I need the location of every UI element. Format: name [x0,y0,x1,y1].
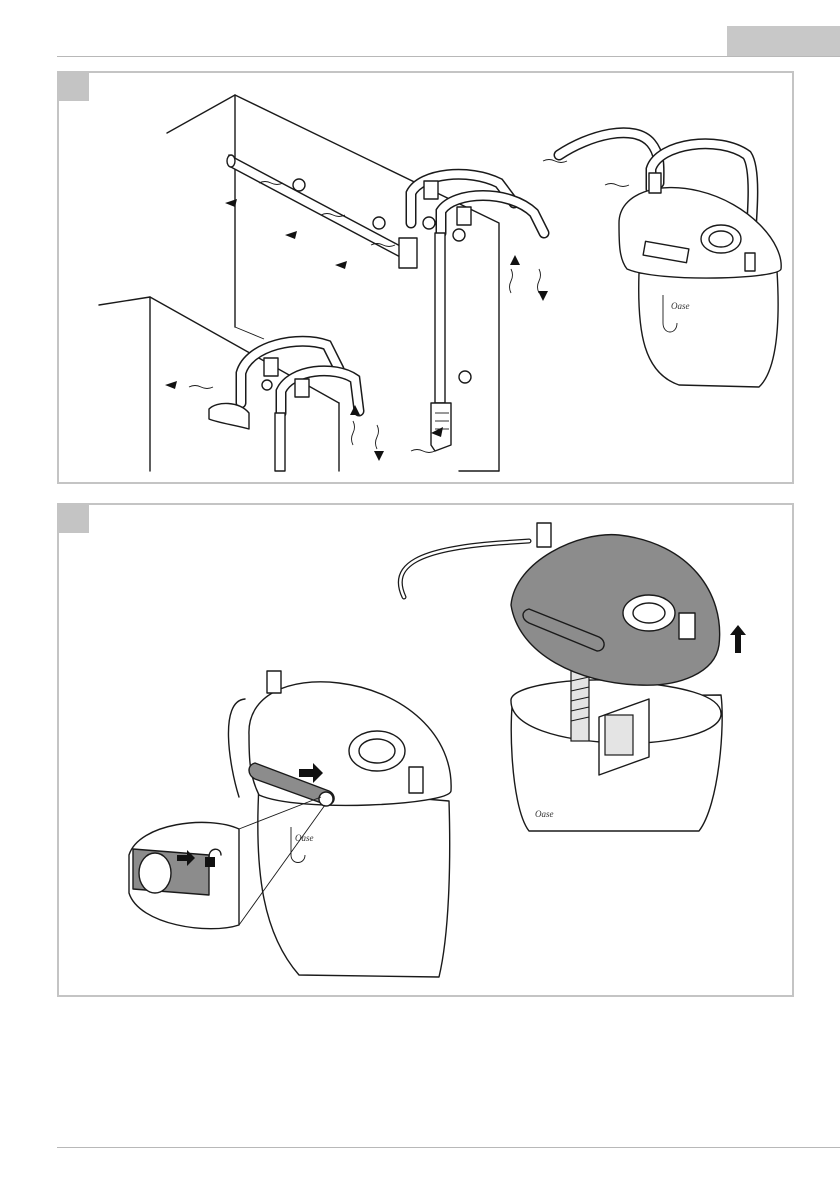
filter-closed: Oase [228,671,451,977]
front-pipework [209,341,359,471]
filter-logo-open: Oase [535,809,554,819]
filter-logo: Oase [671,301,690,311]
unlock-icon [205,857,215,867]
lift-arrow [730,625,746,653]
spray-bar [227,155,465,268]
power-cable [400,541,529,597]
figure-panel-1: Oase [57,71,794,484]
inlet-pipe [431,233,471,451]
header-tab [727,26,840,56]
filter-lid-lifted: Oase [511,523,722,831]
installation-illustration: Oase [59,73,796,486]
header-rule [57,56,840,57]
lid-removal-illustration: Oase Oase [59,505,796,999]
figure-panel-2: Oase Oase [57,503,794,997]
footer-rule [57,1147,840,1148]
